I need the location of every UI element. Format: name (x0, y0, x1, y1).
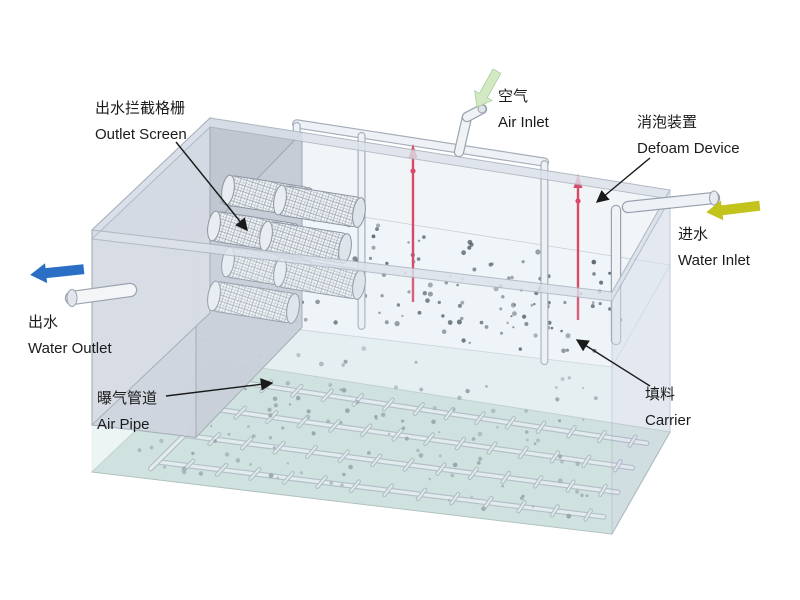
label-air-pipe: 曝气管道 Air Pipe (97, 386, 157, 438)
flow-arrows (30, 68, 761, 284)
label-water-outlet-en: Water Outlet (28, 340, 112, 357)
leader-carrier (575, 339, 651, 387)
label-air-pipe-zh: 曝气管道 (97, 390, 158, 407)
air-inlet-arrow (474, 68, 502, 108)
label-outlet-screen-zh: 出水拦截格栅 (95, 100, 186, 117)
leader-outlet-screen (175, 141, 248, 232)
air-inlet-pipe (453, 103, 488, 158)
leader-defoam-device (595, 157, 651, 203)
label-air-pipe-en: Air Pipe (97, 416, 150, 433)
leader-arrows (165, 141, 651, 397)
label-water-inlet-en: Water Inlet (678, 252, 750, 269)
leader-air-pipe (165, 378, 274, 397)
label-carrier-zh: 填料 (645, 386, 676, 403)
label-air-inlet-zh: 空气 (498, 88, 529, 105)
label-air-inlet: 空气 Air Inlet (498, 84, 549, 136)
tank-walls (90, 117, 671, 536)
label-water-outlet: 出水 Water Outlet (28, 310, 112, 362)
label-carrier-en: Carrier (645, 412, 691, 429)
label-air-inlet-en: Air Inlet (498, 114, 549, 131)
water-outlet-arrow (30, 263, 85, 284)
label-defoam-device-zh: 消泡装置 (637, 114, 698, 131)
label-water-outlet-zh: 出水 (28, 314, 59, 331)
label-carrier: 填料 Carrier (645, 382, 691, 434)
water-inlet-arrow (706, 200, 761, 221)
water-outlet-pipe (64, 282, 138, 307)
label-water-inlet-zh: 进水 (678, 226, 709, 243)
label-outlet-screen: 出水拦截格栅 Outlet Screen (95, 96, 187, 148)
label-water-inlet: 进水 Water Inlet (678, 222, 750, 274)
outlet-compartment (91, 116, 303, 439)
label-outlet-screen-en: Outlet Screen (95, 126, 187, 143)
label-defoam-device: 消泡装置 Defoam Device (637, 110, 740, 162)
label-defoam-device-en: Defoam Device (637, 140, 740, 157)
water-inlet-pipe (621, 190, 721, 214)
